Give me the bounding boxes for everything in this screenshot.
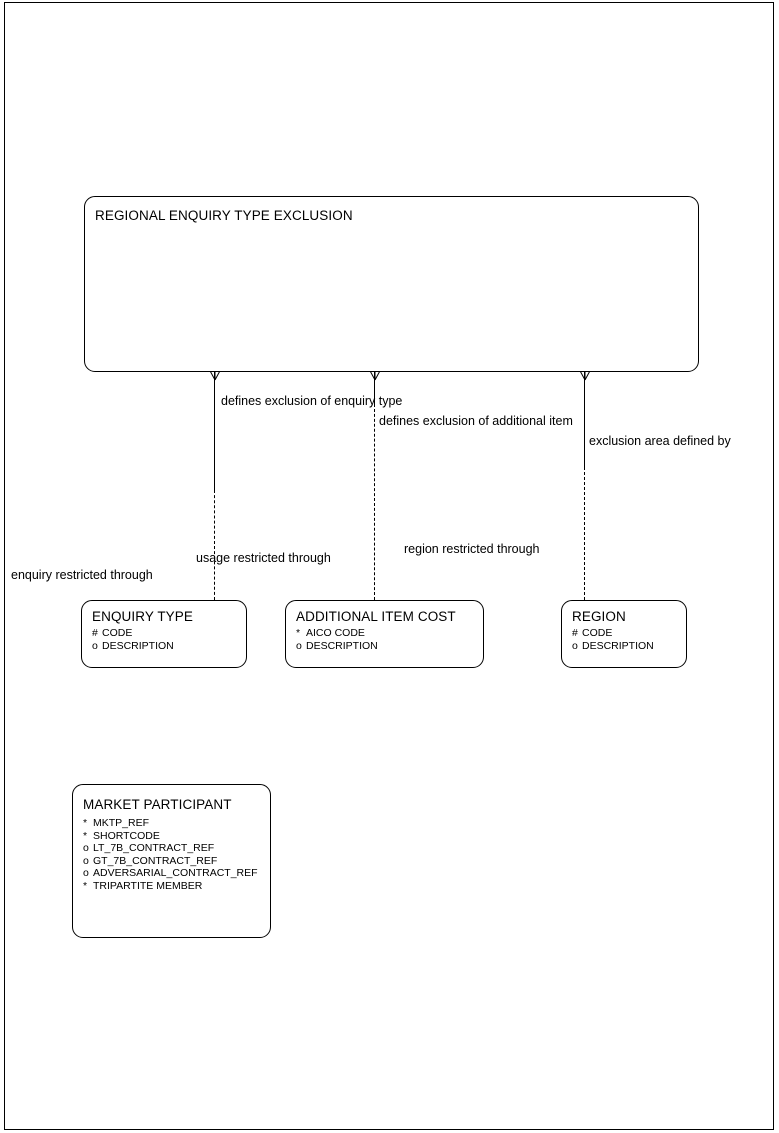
relationship-line-enquiry-type-solid (214, 372, 215, 490)
attribute-mark: o (296, 639, 302, 652)
attribute-row: # CODE (572, 627, 654, 640)
relationship-line-region-solid (584, 372, 585, 467)
attribute-mark: * (83, 829, 88, 842)
entity-region[interactable]: REGION # CODE o DESCRIPTION (561, 600, 687, 668)
attribute-row: o GT_7B_CONTRACT_REF (83, 855, 258, 868)
entity-title: REGION (572, 609, 626, 624)
attribute-name: LT_7B_CONTRACT_REF (93, 842, 215, 855)
attribute-row: o DESCRIPTION (92, 640, 174, 653)
attribute-name: DESCRIPTION (102, 639, 174, 652)
attribute-row: o LT_7B_CONTRACT_REF (83, 842, 258, 855)
entity-enquiry-type[interactable]: ENQUIRY TYPE # CODE o DESCRIPTION (81, 600, 247, 668)
entity-title: ADDITIONAL ITEM COST (296, 609, 456, 624)
entity-market-participant[interactable]: MARKET PARTICIPANT * MKTP_REF * SHORTCODE … (72, 784, 271, 938)
relationship-label-usage-restricted-through: usage restricted through (196, 551, 331, 565)
entity-attribute-list: # CODE o DESCRIPTION (92, 627, 174, 652)
relationship-label-region-restricted-through: region restricted through (404, 542, 540, 556)
attribute-row: * TRIPARTITE MEMBER (83, 880, 258, 893)
attribute-row: # CODE (92, 627, 174, 640)
relationship-line-enquiry-type-dashed (214, 490, 215, 600)
entity-attribute-list: * AICO CODE o DESCRIPTION (296, 627, 378, 652)
attribute-name: ADVERSARIAL_CONTRACT_REF (93, 867, 258, 880)
relationship-line-region-dashed (584, 467, 585, 600)
relationship-label-defines-exclusion-of-enquiry-type: defines exclusion of enquiry type (221, 394, 403, 408)
entity-attribute-list: # CODE o DESCRIPTION (572, 627, 654, 652)
entity-title: MARKET PARTICIPANT (83, 797, 232, 812)
relationship-line-additional-item-solid (374, 372, 375, 404)
entity-title: REGIONAL ENQUIRY TYPE EXCLUSION (95, 208, 353, 223)
attribute-row: * MKTP_REF (83, 817, 258, 830)
attribute-row: o ADVERSARIAL_CONTRACT_REF (83, 867, 258, 880)
relationship-label-exclusion-area-defined-by: exclusion area defined by (589, 434, 731, 448)
attribute-mark: * (83, 817, 88, 829)
attribute-mark: # (92, 627, 98, 639)
attribute-row: o DESCRIPTION (572, 640, 654, 653)
relationship-label-defines-exclusion-of-additional-item: defines exclusion of additional item (379, 414, 573, 428)
attribute-mark: o (92, 639, 98, 652)
attribute-mark: o (83, 854, 89, 867)
attribute-name: AICO CODE (306, 627, 365, 639)
attribute-row: o DESCRIPTION (296, 640, 378, 653)
attribute-mark: o (83, 867, 89, 880)
relationship-label-enquiry-restricted-through: enquiry restricted through (11, 568, 153, 582)
attribute-name: DESCRIPTION (306, 639, 378, 652)
attribute-row: * AICO CODE (296, 627, 378, 640)
page-border (4, 2, 774, 1130)
attribute-row: * SHORTCODE (83, 830, 258, 843)
attribute-mark: * (296, 627, 301, 639)
attribute-mark: * (83, 879, 88, 892)
attribute-name: CODE (102, 627, 133, 639)
entity-regional-enquiry-type-exclusion[interactable]: REGIONAL ENQUIRY TYPE EXCLUSION (84, 196, 699, 372)
attribute-mark: # (572, 627, 578, 639)
attribute-name: DESCRIPTION (582, 639, 654, 652)
attribute-name: SHORTCODE (93, 829, 160, 842)
entity-additional-item-cost[interactable]: ADDITIONAL ITEM COST * AICO CODE o DESCRIP… (285, 600, 484, 668)
attribute-name: CODE (582, 627, 613, 639)
attribute-mark: o (572, 639, 578, 652)
attribute-name: MKTP_REF (93, 817, 150, 829)
attribute-mark: o (83, 842, 89, 855)
entity-title: ENQUIRY TYPE (92, 609, 193, 624)
attribute-name: GT_7B_CONTRACT_REF (93, 854, 218, 867)
relationship-line-additional-item-dashed (374, 404, 375, 600)
entity-attribute-list: * MKTP_REF * SHORTCODE o LT_7B_CONTRACT_REF… (83, 817, 258, 893)
attribute-name: TRIPARTITE MEMBER (93, 879, 203, 892)
